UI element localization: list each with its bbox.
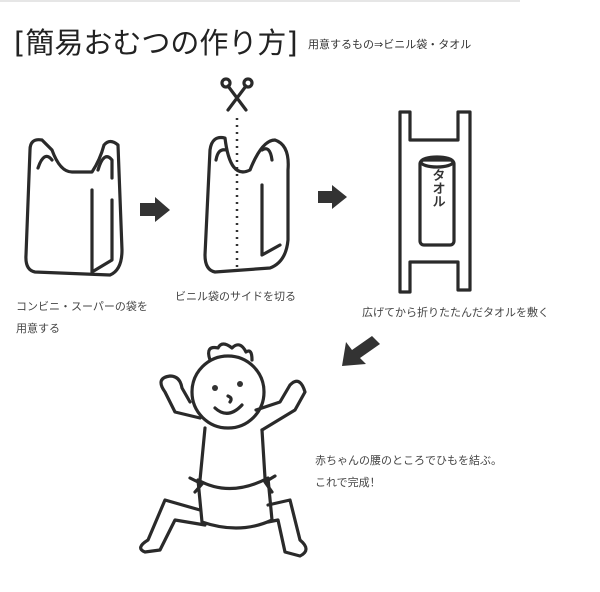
- step-3-caption: 広げてから折りたたんだタオルを敷く: [362, 306, 549, 319]
- materials-note: 用意するもの⇒ビニル袋・タオル: [308, 38, 472, 51]
- page-title: [簡易おむつの作り方]: [14, 26, 298, 60]
- baby-illustration: [139, 342, 308, 558]
- scissors-icon: [226, 84, 248, 112]
- top-divider: [0, 0, 520, 2]
- step-1-line-2: 用意する: [16, 322, 60, 335]
- bag-cut-illustration: [203, 77, 290, 274]
- step-4-line-1: 赤ちゃんの腰のところでひもを結ぶ。: [315, 454, 502, 467]
- step-2-caption: ビニル袋のサイドを切る: [175, 290, 296, 303]
- plastic-bag-illustration: [24, 138, 124, 277]
- step-1-caption: コンビニ・スーパーの袋を 用意する: [16, 296, 148, 340]
- step-1-line-1: コンビニ・スーパーの袋を: [16, 300, 148, 313]
- towel-on-bag-illustration: タオル: [398, 110, 472, 294]
- arrow-down-left-icon: [342, 336, 380, 366]
- towel-label: タオル: [430, 169, 446, 208]
- step-4-line-2: これで完成！: [315, 476, 381, 489]
- step-4-caption: 赤ちゃんの腰のところでひもを結ぶ。 これで完成！: [315, 450, 502, 494]
- arrow-right-icon: [140, 197, 170, 222]
- arrow-right-icon: [318, 185, 347, 209]
